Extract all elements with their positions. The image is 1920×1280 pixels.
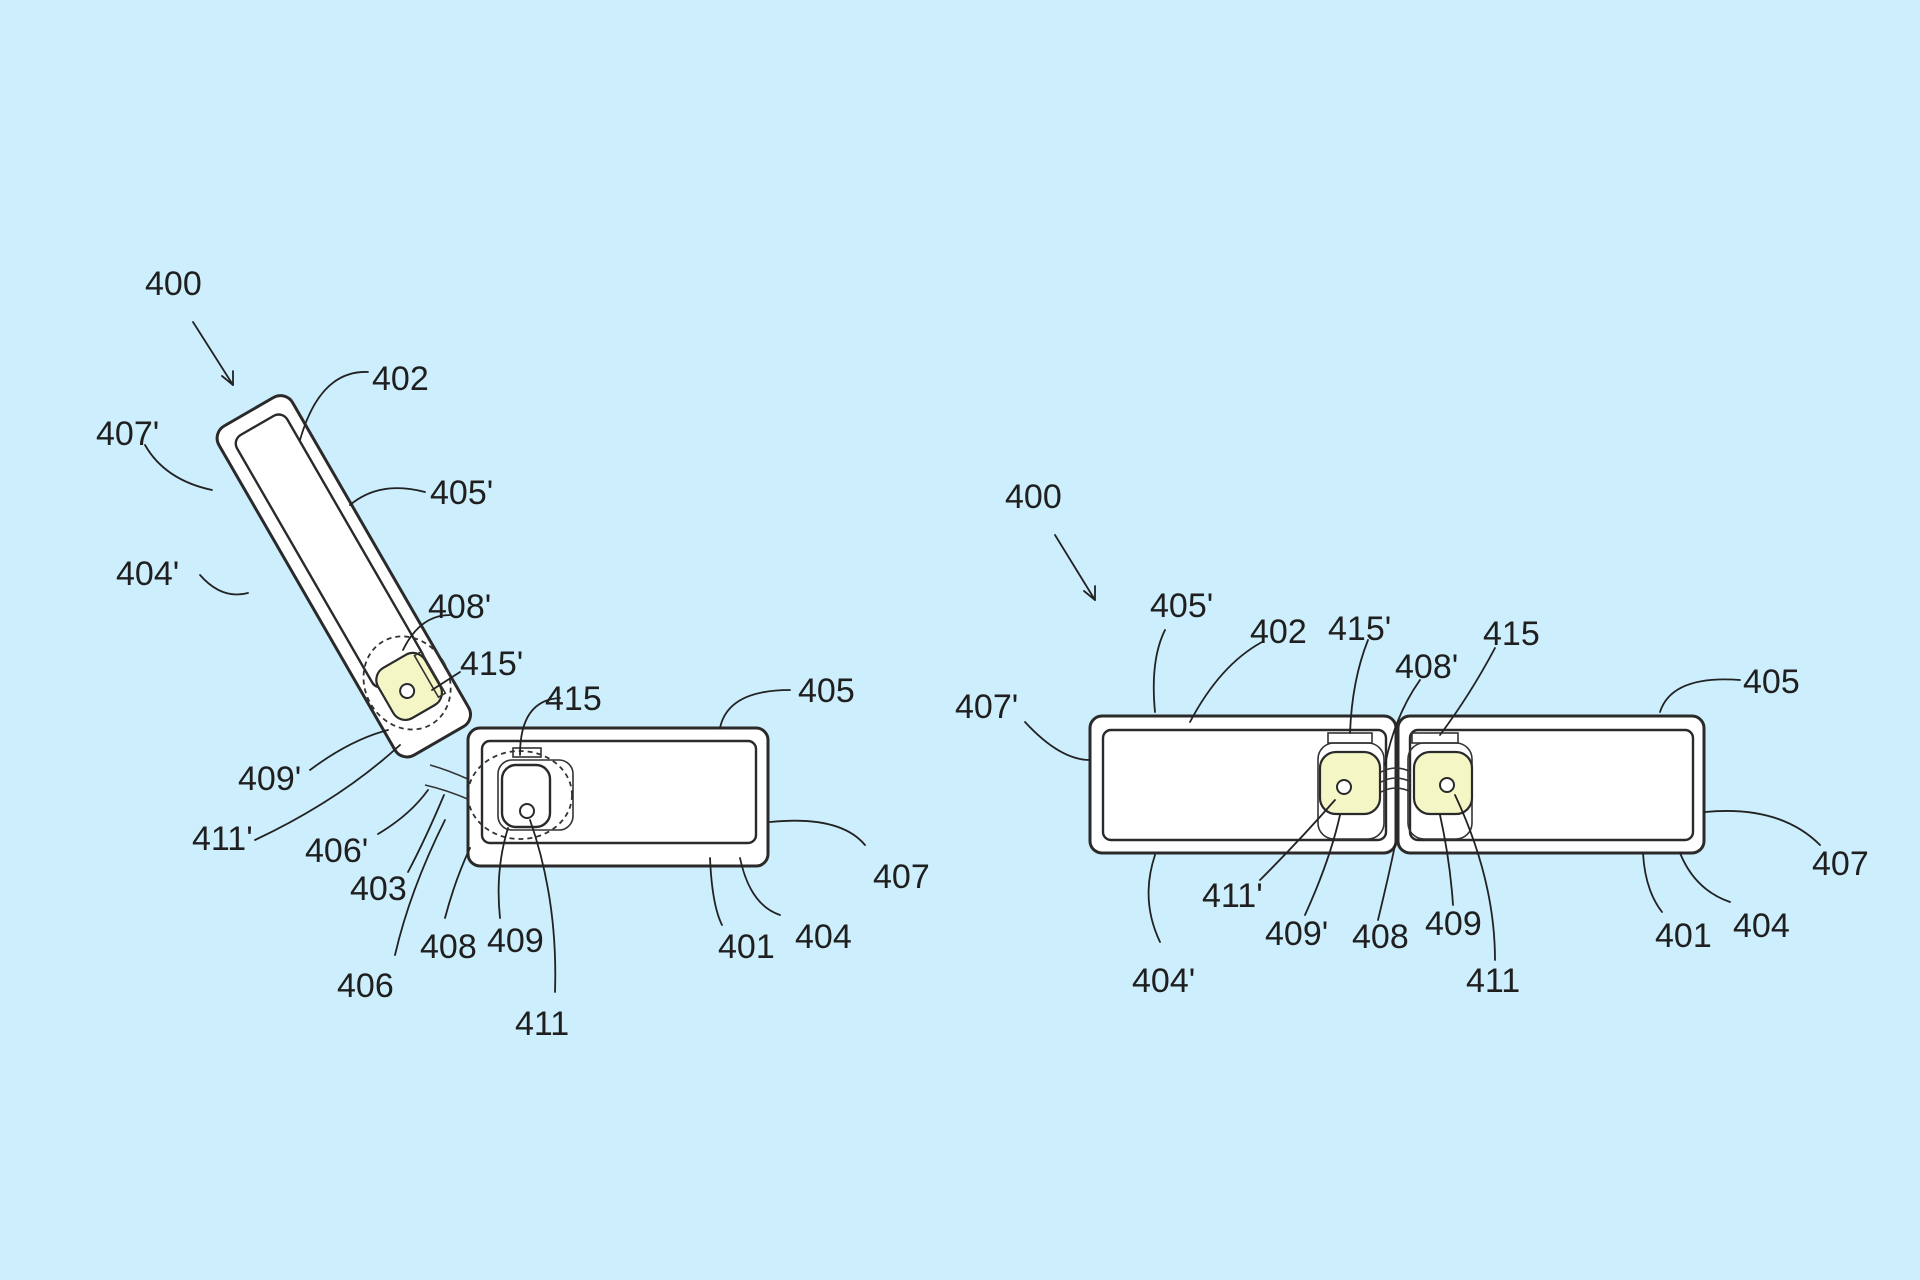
label-402-flat: 402 [1250, 613, 1307, 651]
pivot-411-flat [1439, 777, 1455, 793]
pointer-arrowhead-left [221, 370, 234, 386]
label-405p-flat: 405' [1150, 587, 1213, 625]
hinge-housing-406 [497, 759, 574, 831]
leader-411-flat [1454, 794, 1496, 961]
hinge-module-409 [500, 763, 552, 829]
leader-406 [394, 819, 446, 956]
label-411p: 411' [192, 820, 253, 858]
leader-408-flat [1377, 844, 1396, 921]
leader-404p-flat [1147, 854, 1161, 943]
label-407-flat: 407 [1812, 845, 1869, 883]
label-409p-flat: 409' [1265, 915, 1328, 953]
leader-405 [719, 689, 791, 729]
label-415: 415 [545, 680, 602, 718]
pointer-arrow-left [192, 321, 234, 386]
connector-link-2 [424, 784, 471, 801]
label-407: 407 [873, 858, 930, 896]
label-409: 409 [487, 922, 544, 960]
leader-405p-flat [1152, 629, 1166, 713]
label-411-flat: 411 [1466, 962, 1520, 1000]
label-407p: 407' [96, 415, 159, 453]
coupling-link-2 [1380, 777, 1412, 783]
housing-inner-402-flat [1101, 728, 1388, 842]
coupling-link-3 [1380, 787, 1412, 793]
leader-411p [254, 744, 401, 841]
label-400-right: 400 [1005, 478, 1062, 516]
leader-411p-flat [1259, 799, 1336, 881]
label-415p: 415' [460, 645, 523, 683]
leader-408 [444, 847, 471, 919]
connector-link [429, 764, 471, 781]
latch-415p [413, 650, 447, 699]
housing-inner-401-flat [1408, 728, 1695, 842]
leader-409 [497, 827, 509, 919]
leader-409-flat [1439, 814, 1454, 906]
leader-415-flat [1439, 647, 1496, 736]
pointer-arrowhead-right [1083, 585, 1096, 601]
leader-408p [402, 614, 451, 651]
leader-403 [407, 794, 445, 873]
leader-401-flat [1642, 852, 1663, 913]
label-411p-flat: 411' [1202, 877, 1263, 915]
pointer-arrow-right [1054, 534, 1096, 601]
label-409p: 409' [238, 760, 301, 798]
figure-left: 400 [96, 265, 930, 1043]
hinge-dash-outline-408p [362, 635, 452, 731]
label-406p: 406' [305, 832, 368, 870]
label-415-flat: 415 [1483, 615, 1540, 653]
label-407p-flat: 407' [955, 688, 1018, 726]
leader-409p-flat [1304, 814, 1341, 916]
label-404p: 404' [116, 555, 179, 593]
label-404: 404 [795, 918, 852, 956]
leader-407p [144, 444, 213, 491]
leader-405p [349, 487, 426, 506]
leader-415 [519, 697, 561, 756]
leader-404 [739, 857, 781, 916]
leader-404-flat [1679, 852, 1731, 903]
label-405-flat: 405 [1743, 663, 1800, 701]
leader-401 [709, 857, 723, 926]
housing-inner-402 [234, 413, 425, 689]
label-401: 401 [718, 928, 775, 966]
housing-402-rotated [215, 394, 472, 759]
leader-411 [529, 819, 557, 993]
leader-407 [769, 819, 866, 846]
label-409-flat: 409 [1425, 905, 1482, 943]
label-401-flat: 401 [1655, 917, 1712, 955]
leader-415p [431, 671, 461, 691]
label-406: 406 [337, 967, 394, 1005]
leader-407p-flat [1024, 721, 1091, 761]
leader-406p [377, 789, 429, 835]
label-403: 403 [350, 870, 407, 908]
label-408: 408 [420, 928, 477, 966]
coupling-link-1 [1380, 767, 1412, 773]
label-405: 405 [798, 672, 855, 710]
pivot-411p [399, 682, 416, 699]
leader-404p [199, 574, 249, 596]
leader-402 [299, 371, 369, 441]
label-415p-flat: 415' [1328, 610, 1391, 648]
leader-402-flat [1189, 641, 1263, 723]
label-404-flat: 404 [1733, 907, 1790, 945]
label-402: 402 [372, 360, 429, 398]
leader-409p [309, 729, 389, 771]
pivot-411 [519, 803, 535, 819]
latch-415 [512, 747, 542, 758]
leader-408p-flat [1384, 679, 1421, 766]
label-408p-flat: 408' [1395, 648, 1458, 686]
label-400-left: 400 [145, 265, 202, 303]
leader-415p-flat [1349, 639, 1369, 734]
label-408-flat: 408 [1352, 918, 1409, 956]
label-405p: 405' [430, 474, 493, 512]
figure-right: 400 [955, 478, 1869, 1000]
label-404p-flat: 404' [1132, 962, 1195, 1000]
leader-407-flat [1704, 810, 1821, 846]
label-408p: 408' [428, 588, 491, 626]
pivot-411p-flat [1336, 779, 1352, 795]
leader-405-flat [1659, 678, 1741, 713]
label-411: 411 [515, 1005, 569, 1043]
